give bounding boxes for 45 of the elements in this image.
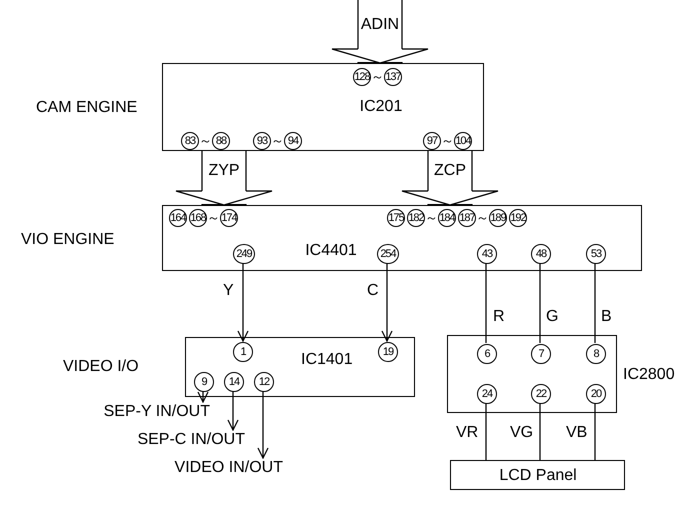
pin-number: 24 [477,384,497,404]
pin-range-label: 128～137 [353,64,411,90]
signal-line [594,403,596,460]
chip-label: IC2800 [623,365,675,385]
pin-number: 14 [224,372,244,392]
pin-number: 48 [531,244,551,264]
signal-label: SEP-C IN/OUT [137,430,245,450]
signal-line [539,403,541,460]
pin-number: 19 [378,342,398,362]
pin-number: 20 [586,384,606,404]
pin-number: 254 [377,244,399,264]
block-name: CAM ENGINE [36,98,138,118]
chip-label: IC201 [360,97,402,117]
chip-label: IC1401 [301,350,353,370]
pin-range-label: 93～94 [253,130,315,152]
signal-line [485,403,487,460]
pin-number: 53 [586,244,606,264]
pin-number: 43 [477,244,497,264]
chip-label: LCD Panel [499,466,577,486]
ic-block [450,460,625,490]
block-name: VIO ENGINE [21,230,114,250]
arrow [227,391,239,431]
pin-number: 9 [194,372,214,392]
arrow [257,391,269,459]
signal-line [485,263,487,343]
pin-number: 1 [233,342,253,362]
pin-range-label: 97～104 [423,130,485,152]
chip-label: IC4401 [305,241,357,261]
pin-number: 12 [254,372,274,392]
arrow [197,391,209,403]
arrow [381,263,393,342]
pin-number: 7 [531,344,551,364]
block-name: VIDEO I/O [63,357,139,377]
signal-line [539,263,541,343]
pin-number: 6 [477,344,497,364]
signal-label: VIDEO IN/OUT [174,458,283,478]
pin-range-label: 164 168～174 [169,206,289,230]
pin-number: 8 [586,344,606,364]
pin-number: 249 [233,244,255,264]
pin-range-label: 175 182～184 187～189 192 [387,206,567,230]
pin-number: 22 [531,384,551,404]
pin-range-label: 83～88 [181,130,243,152]
signal-line [594,263,596,343]
arrow [237,263,249,342]
signal-label: SEP-Y IN/OUT [104,402,210,422]
